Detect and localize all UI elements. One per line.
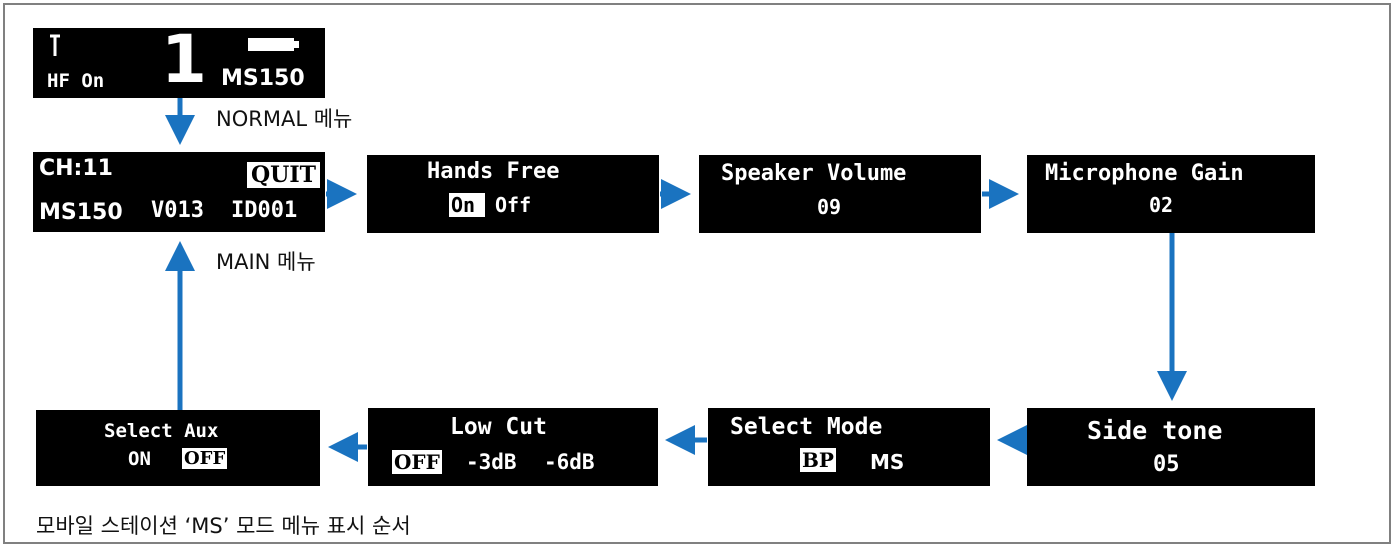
main-menu-screen: CH:11 QUIT MS150 V013 ID001 bbox=[33, 152, 325, 232]
select-mode-screen: Select Mode BP MS bbox=[708, 408, 990, 486]
mic-gain-value: 02 bbox=[1149, 193, 1174, 217]
normal-menu-caption: NORMAL 메뉴 bbox=[216, 107, 353, 131]
quit-option: QUIT bbox=[247, 162, 321, 188]
model-label-text: MS150 bbox=[221, 66, 305, 91]
low-cut-6db-option: -6dB bbox=[544, 450, 595, 474]
select-mode-title: Select Mode bbox=[730, 414, 883, 440]
channel-number: 1 bbox=[161, 21, 207, 98]
footer-caption: 모바일 스테이션 ‘MS’ 모드 메뉴 표시 순서 bbox=[36, 514, 411, 538]
select-mode-ms-option: MS bbox=[870, 450, 905, 474]
select-aux-title: Select Aux bbox=[104, 420, 219, 442]
side-tone-title: Side tone bbox=[1087, 416, 1223, 445]
speaker-volume-value: 09 bbox=[817, 195, 842, 219]
main-menu-caption: MAIN 메뉴 bbox=[216, 250, 316, 274]
channel-label: CH:11 bbox=[39, 156, 113, 181]
id-label: ID001 bbox=[231, 198, 298, 223]
low-cut-3db-option: -3dB bbox=[466, 450, 517, 474]
low-cut-title: Low Cut bbox=[450, 414, 547, 440]
hands-free-off-option: Off bbox=[495, 193, 532, 217]
side-tone-screen: Side tone 05 bbox=[1027, 408, 1315, 486]
speaker-volume-title: Speaker Volume bbox=[721, 161, 907, 186]
mode-label: HF On bbox=[47, 70, 105, 92]
hands-free-title: Hands Free bbox=[427, 159, 560, 184]
mic-gain-title: Microphone Gain bbox=[1045, 161, 1244, 186]
select-aux-on-option: ON bbox=[128, 448, 151, 470]
normal-menu-screen: HF On 1 MS150 bbox=[33, 22, 325, 98]
hands-free-screen: Hands Free On Off bbox=[367, 155, 659, 233]
select-mode-bp-option: BP bbox=[800, 448, 836, 472]
side-tone-value: 05 bbox=[1153, 452, 1180, 477]
model-label: MS150 bbox=[39, 200, 123, 225]
version-label: V013 bbox=[151, 198, 204, 223]
speaker-volume-screen: Speaker Volume 09 bbox=[699, 155, 981, 233]
low-cut-screen: Low Cut OFF -3dB -6dB bbox=[368, 408, 658, 486]
mic-gain-screen: Microphone Gain 02 bbox=[1027, 155, 1315, 233]
model-label bbox=[211, 64, 325, 98]
hands-free-on-option: On bbox=[449, 193, 486, 217]
select-aux-screen: Select Aux ON OFF bbox=[36, 410, 320, 486]
antenna-icon bbox=[49, 34, 61, 56]
low-cut-off-option: OFF bbox=[392, 450, 442, 474]
battery-icon bbox=[246, 36, 302, 54]
diagram-frame bbox=[3, 3, 1391, 544]
select-aux-off-option: OFF bbox=[182, 448, 228, 469]
